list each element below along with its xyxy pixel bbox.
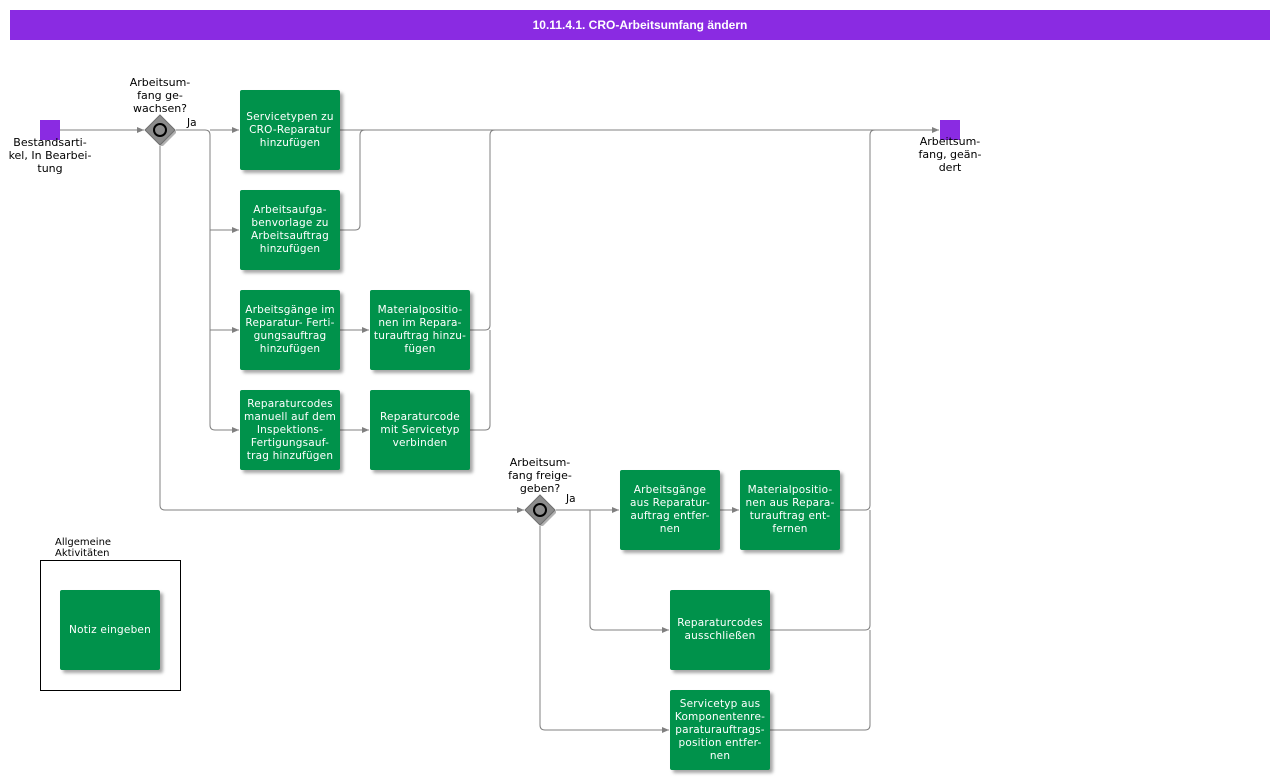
gateway1-diamond[interactable] <box>144 114 176 146</box>
start-event-label: Bestandsarti- kel, In Bearbei- tung <box>8 136 92 175</box>
gateway2-yes-label: Ja <box>566 493 576 505</box>
task-label: Servicetyp aus Komponentenre- paraturauf… <box>674 697 766 762</box>
task-materialpositionen-hinzufuegen[interactable]: Materialpositio- nen im Repara- turauftr… <box>370 290 470 370</box>
general-activities-title: Allgemeine Aktivitäten <box>55 537 112 557</box>
task-servicetyp-entfernen[interactable]: Servicetyp aus Komponentenre- paraturauf… <box>670 690 770 770</box>
task-label: Materialpositio- nen aus Repara- turauft… <box>745 484 835 535</box>
task-reparaturcodes-ausschliessen[interactable]: Reparaturcodes ausschließen <box>670 590 770 670</box>
flow-gateway1-no <box>159 146 524 513</box>
task-arbeitsgaenge-hinzufuegen[interactable]: Arbeitsgänge im Reparatur- Ferti- gungsa… <box>240 290 340 370</box>
diagram-title: 10.11.4.1. CRO-Arbeitsumfang ändern <box>532 18 748 32</box>
start-event[interactable] <box>40 120 60 140</box>
task-label: Arbeitsaufga- benvorlage zu Arbeitsauftr… <box>250 204 330 255</box>
task-arbeitsgaenge-entfernen[interactable]: Arbeitsgänge aus Reparatur- auftrag entf… <box>620 470 720 550</box>
flow-to-task9 <box>589 510 669 633</box>
task-materialpositionen-entfernen[interactable]: Materialpositio- nen aus Repara- turauft… <box>740 470 840 550</box>
task-notiz-eingeben[interactable]: Notiz eingeben <box>60 590 160 670</box>
flow-task9-merge <box>770 510 871 631</box>
task-label: Reparaturcodes manuell auf dem Inspektio… <box>243 397 337 462</box>
gateway2-diamond[interactable] <box>524 494 556 526</box>
task-servicetypen-hinzufuegen[interactable]: Servicetypen zu CRO-Reparatur hinzufügen <box>240 90 340 170</box>
gateway2-question: Arbeitsum- fang freige- geben? <box>508 456 572 495</box>
task-arbeitsaufgabenvorlage-hinzufuegen[interactable]: Arbeitsaufga- benvorlage zu Arbeitsauftr… <box>240 190 340 270</box>
gateway1-yes-label: Ja <box>187 117 197 129</box>
flow-task2-merge <box>340 129 366 231</box>
task-label: Servicetypen zu CRO-Reparatur hinzufügen <box>246 110 334 149</box>
task-label: Reparaturcode mit Servicetyp verbinden <box>380 410 460 449</box>
flow-gateway1-yes <box>176 129 239 433</box>
gateway1-question: Arbeitsum- fang ge- wachsen? <box>129 76 191 115</box>
task-reparaturcode-servicetyp-verbinden[interactable]: Reparaturcode mit Servicetyp verbinden <box>370 390 470 470</box>
flow-task4-merge <box>470 129 496 331</box>
task-label: Notiz eingeben <box>69 623 151 636</box>
flow-task8-merge <box>840 129 876 511</box>
task-label: Arbeitsgänge im Reparatur- Ferti- gungsa… <box>245 304 335 355</box>
task-reparaturcodes-manuell-hinzufuegen[interactable]: Reparaturcodes manuell auf dem Inspektio… <box>240 390 340 470</box>
diagram-title-bar: 10.11.4.1. CRO-Arbeitsumfang ändern <box>10 10 1270 40</box>
task-label: Reparaturcodes ausschließen <box>677 617 763 642</box>
end-event[interactable] <box>940 120 960 140</box>
task-label: Materialpositio- nen im Repara- turauftr… <box>373 304 467 355</box>
flow-task6-merge <box>470 330 491 431</box>
flow-task10-merge <box>770 630 871 731</box>
flow-gateway2-no <box>539 526 669 733</box>
task-label: Arbeitsgänge aus Reparatur- auftrag entf… <box>629 484 711 535</box>
end-event-label: Arbeitsum- fang, geän- dert <box>918 135 982 174</box>
